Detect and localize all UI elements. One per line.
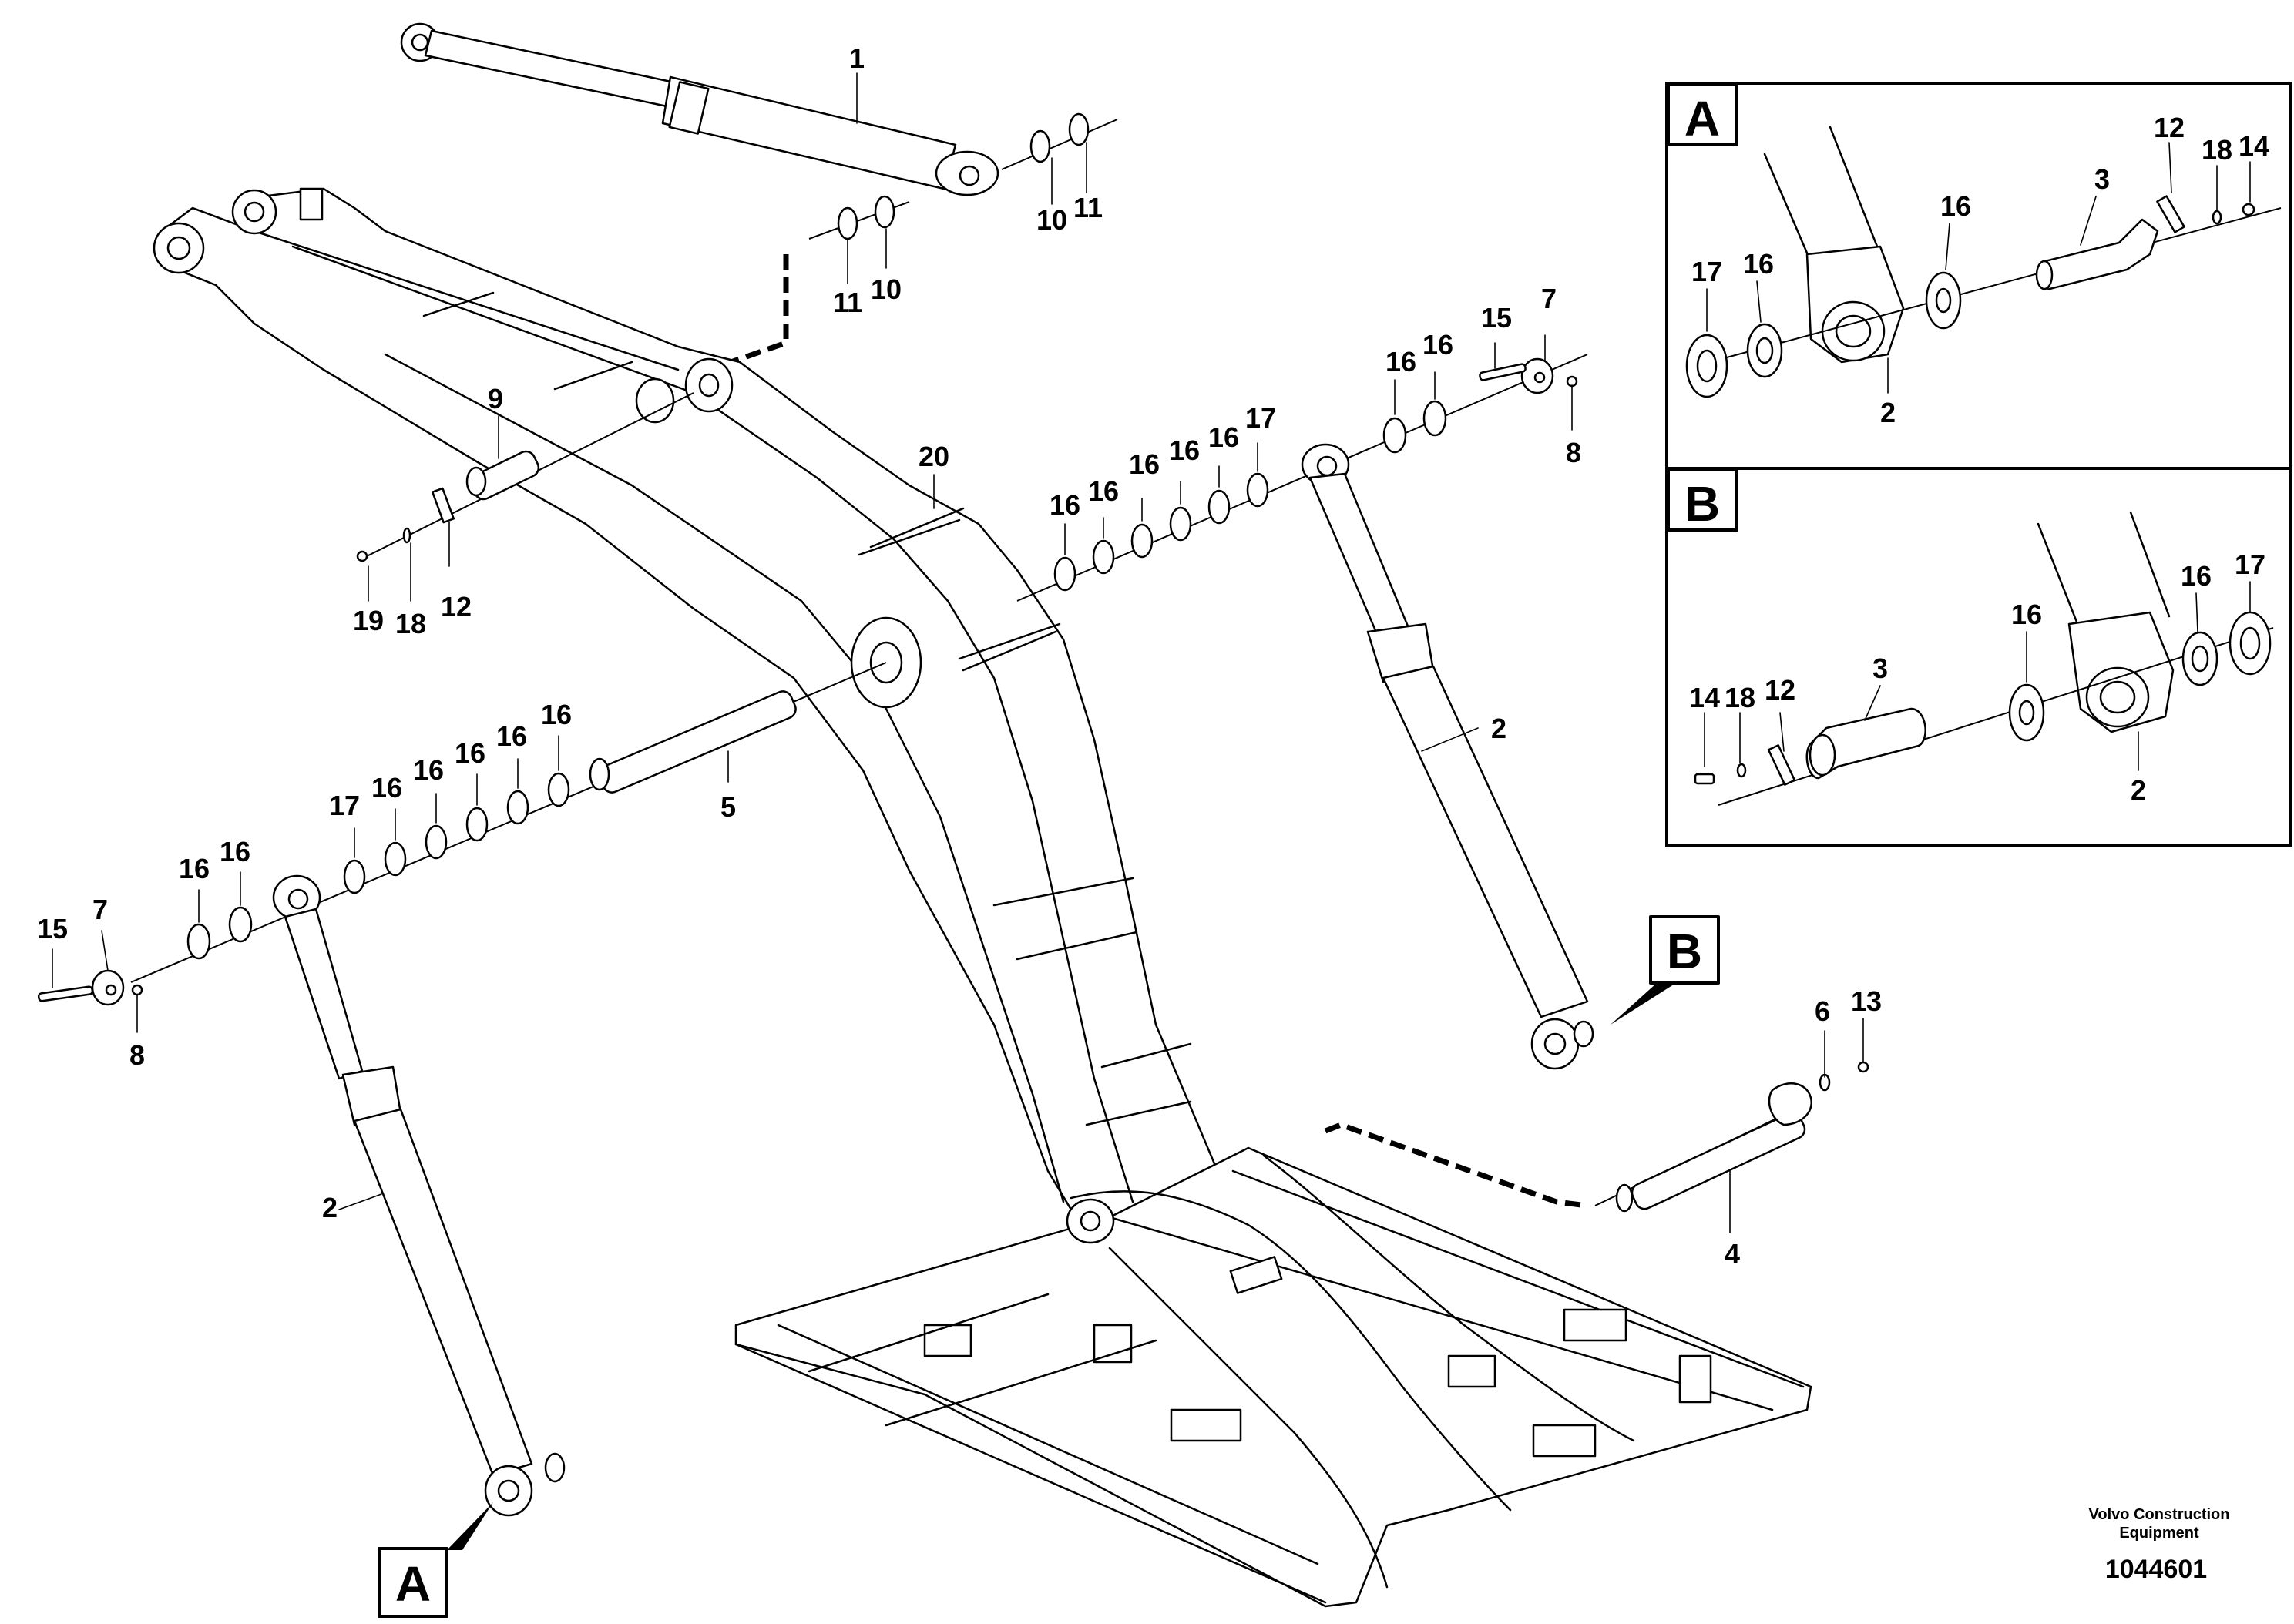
pin-4-assembly [1594,1061,1869,1213]
callout-15-left: 15 [37,913,68,945]
callout-16-left-4: 16 [496,720,527,752]
drawing-number: 1044601 [2105,1555,2207,1584]
callout-17-mid: 17 [1245,402,1276,434]
inset-a-callout-16-left: 16 [1743,248,1774,280]
callout-2-left: 2 [322,1192,338,1223]
inset-b-callout-18: 18 [1725,682,1755,713]
callout-8-right: 8 [1566,437,1581,468]
inset-b-callout-2: 2 [2131,774,2146,806]
callout-15-right: 15 [1481,302,1512,334]
inset-b-callout-17: 17 [2235,549,2265,580]
pin-9-assembly [356,392,694,562]
inset-a-callout-14: 14 [2239,130,2269,162]
marker-b[interactable]: B [1611,915,1720,1025]
callout-16-left-5: 16 [541,699,572,730]
callout-16-mid-4: 16 [1169,435,1200,466]
boom-20 [153,187,1234,1250]
inset-a-drawing [1685,126,2282,398]
callout-10-upper: 10 [1036,204,1067,236]
callout-5: 5 [720,791,736,823]
callout-13: 13 [1851,985,1882,1017]
callout-20: 20 [919,441,949,472]
inset-a-callout-16-right: 16 [1940,190,1971,222]
upper-frame [734,1146,1812,1608]
leader-lines [52,72,1864,1233]
leader-dashed-pin4 [1324,1122,1588,1209]
callout-16-left-2: 16 [413,754,444,786]
washers-right-row [1016,354,1588,602]
callout-10-lower: 10 [871,273,902,305]
callout-12: 12 [441,591,472,622]
inset-b-drawing [1694,511,2274,806]
inset-b-label: B [1684,476,1720,532]
callout-11-lower: 11 [833,287,862,318]
inset-a-label: A [1684,91,1720,146]
inset-a-callout-2: 2 [1880,397,1896,428]
callout-9: 9 [488,383,503,414]
marker-a-label: A [395,1556,431,1612]
callout-16-mid-3: 16 [1129,448,1160,480]
inset-b-callout-12: 12 [1765,674,1795,706]
callouts: 1 10 11 11 10 9 20 19 18 12 15 7 8 16 16… [37,42,1882,1270]
callout-16-left-1: 16 [371,772,402,804]
callout-11-upper: 11 [1073,192,1103,223]
callout-7-right: 7 [1541,283,1557,314]
callout-16-mid-2: 16 [1088,475,1119,507]
callout-16-left-3: 16 [455,737,485,769]
callout-16-far-2: 16 [220,836,250,867]
washers-10-11-upper [808,112,1118,240]
boom-cylinder-2-left [272,874,566,1517]
marker-a[interactable]: A [378,1502,493,1618]
inset-b-callout-14: 14 [1689,682,1720,713]
footer: Volvo Construction Equipment 1044601 [2089,1506,2230,1584]
pin-5-assembly [37,662,887,1006]
inset-a-callout-12: 12 [2154,112,2185,143]
callout-16-right-1: 16 [1385,346,1416,377]
callout-16-right-2: 16 [1422,329,1453,361]
callout-19: 19 [353,605,384,636]
callout-7-left: 7 [92,894,108,925]
callout-1: 1 [849,42,865,74]
callout-16-mid-5: 16 [1208,421,1239,453]
detail-inset-panel: A B [1665,82,2292,847]
callout-2-right: 2 [1491,713,1506,744]
boom-cylinder-2-right [1301,443,1594,1070]
brand-line-2: Equipment [2119,1525,2199,1542]
callout-8-left: 8 [129,1039,145,1071]
callout-17-left: 17 [329,790,360,821]
inset-a-callout-17: 17 [1691,256,1722,287]
marker-b-label: B [1667,924,1702,979]
inset-a-callout-3: 3 [2094,163,2110,195]
inset-b-callout-3: 3 [1872,653,1888,684]
callout-4: 4 [1725,1238,1740,1270]
inset-a-callout-18: 18 [2202,134,2232,166]
brand-line-1: Volvo Construction [2089,1506,2230,1523]
leader-dashed-top [707,254,789,373]
callout-16-mid-1: 16 [1050,489,1080,521]
callout-16-far-1: 16 [179,853,210,884]
callout-18: 18 [395,608,426,639]
inset-b-callout-16-left: 16 [2011,599,2042,630]
boom-cylinder-1 [400,22,999,196]
inset-b-callout-16-right: 16 [2181,560,2212,592]
callout-6: 6 [1815,995,1830,1027]
